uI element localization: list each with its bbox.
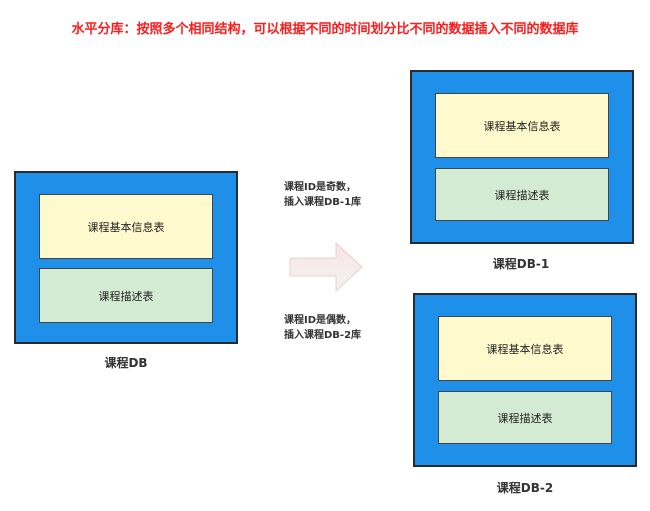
db2-course-info-table: 课程基本信息表: [438, 316, 612, 381]
note-odd-line-1: 课程ID是奇数，: [284, 182, 357, 193]
source-course-info-table: 课程基本信息表: [39, 194, 213, 259]
note-odd-line-2: 插入课程DB-1库: [284, 197, 362, 208]
target-db-2-box: 课程基本信息表 课程描述表: [413, 293, 637, 467]
db1-course-desc-table: 课程描述表: [435, 168, 609, 221]
note-even: 课程ID是偶数， 插入课程DB-2库: [284, 313, 361, 343]
note-odd: 课程ID是奇数， 插入课程DB-1库: [284, 180, 361, 210]
source-course-desc-table: 课程描述表: [39, 268, 213, 323]
target-db-1-box: 课程基本信息表 课程描述表: [410, 70, 634, 244]
source-db-label: 课程DB: [104, 356, 148, 370]
source-db-box: 课程基本信息表 课程描述表: [14, 171, 238, 344]
note-even-line-1: 课程ID是偶数，: [284, 315, 357, 326]
target-db-2-label: 课程DB-2: [496, 481, 554, 495]
db2-course-desc-table: 课程描述表: [438, 391, 612, 444]
target-db-1-label: 课程DB-1: [492, 257, 550, 271]
diagram-title: 水平分库：按照多个相同结构，可以根据不同的时间划分比不同的数据插入不同的数据库: [71, 22, 579, 37]
right-arrow-icon: [289, 241, 363, 293]
note-even-line-2: 插入课程DB-2库: [284, 330, 362, 341]
db1-course-info-table: 课程基本信息表: [435, 93, 609, 158]
